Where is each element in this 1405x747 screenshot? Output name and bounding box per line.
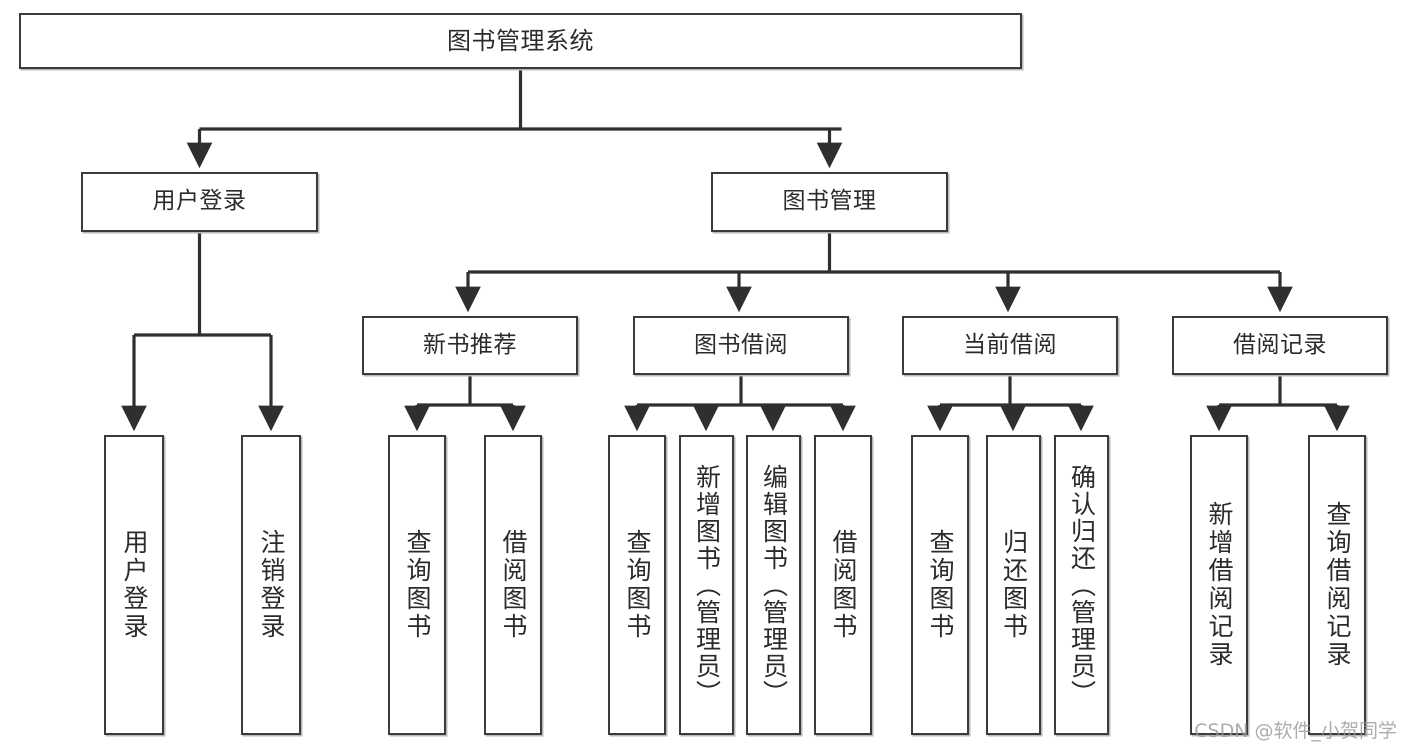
node-leaf-query-borrow-record-label: 查询借阅记录 [1323, 501, 1352, 669]
node-borrow-record[interactable]: 借阅记录 [1172, 316, 1388, 375]
node-book-borrow[interactable]: 图书借阅 [633, 316, 849, 375]
node-leaf-return-book[interactable]: 归还图书 [986, 435, 1041, 735]
node-leaf-add-book-admin-label: 新增图书（管理员） [692, 463, 722, 707]
node-leaf-query-book-1[interactable]: 查询图书 [388, 435, 446, 735]
node-book-manage-label: 图书管理 [782, 188, 877, 215]
node-leaf-user-logout[interactable]: 注销登录 [241, 435, 301, 735]
node-leaf-add-book-admin[interactable]: 新增图书（管理员） [679, 435, 734, 735]
csdn-watermark: CSDN @软件_小贺同学 [1194, 720, 1397, 742]
node-book-borrow-label: 图书借阅 [694, 331, 788, 358]
node-leaf-borrow-book-2-label: 借阅图书 [829, 529, 858, 641]
node-leaf-add-borrow-record-label: 新增借阅记录 [1205, 501, 1234, 669]
node-root-label: 图书管理系统 [447, 26, 594, 55]
node-leaf-confirm-return-admin[interactable]: 确认归还（管理员） [1054, 435, 1109, 735]
node-leaf-query-book-2[interactable]: 查询图书 [608, 435, 666, 735]
node-leaf-query-book-1-label: 查询图书 [403, 529, 432, 641]
node-leaf-borrow-book-1-label: 借阅图书 [499, 529, 528, 641]
node-root[interactable]: 图书管理系统 [19, 13, 1022, 69]
node-leaf-edit-book-admin-label: 编辑图书（管理员） [759, 463, 789, 707]
node-user-login[interactable]: 用户登录 [81, 172, 318, 232]
node-current-borrow[interactable]: 当前借阅 [902, 316, 1118, 375]
node-leaf-return-book-label: 归还图书 [999, 529, 1029, 641]
node-new-book-recommend-label: 新书推荐 [423, 331, 517, 358]
node-leaf-user-login[interactable]: 用户登录 [104, 435, 164, 735]
node-new-book-recommend[interactable]: 新书推荐 [362, 316, 578, 375]
node-leaf-confirm-return-admin-label: 确认归还（管理员） [1067, 463, 1097, 707]
node-borrow-record-label: 借阅记录 [1233, 331, 1327, 358]
node-book-manage[interactable]: 图书管理 [711, 172, 948, 232]
node-leaf-borrow-book-1[interactable]: 借阅图书 [484, 435, 542, 735]
node-user-login-label: 用户登录 [152, 188, 247, 215]
node-leaf-add-borrow-record[interactable]: 新增借阅记录 [1190, 435, 1248, 735]
node-leaf-user-login-label: 用户登录 [120, 529, 149, 641]
node-leaf-query-borrow-record[interactable]: 查询借阅记录 [1308, 435, 1366, 735]
node-current-borrow-label: 当前借阅 [963, 331, 1057, 358]
node-leaf-user-logout-label: 注销登录 [257, 529, 286, 641]
node-leaf-query-book-3[interactable]: 查询图书 [911, 435, 969, 735]
node-leaf-edit-book-admin[interactable]: 编辑图书（管理员） [746, 435, 801, 735]
node-leaf-borrow-book-2[interactable]: 借阅图书 [814, 435, 872, 735]
node-leaf-query-book-2-label: 查询图书 [623, 529, 652, 641]
node-leaf-query-book-3-label: 查询图书 [926, 529, 955, 641]
